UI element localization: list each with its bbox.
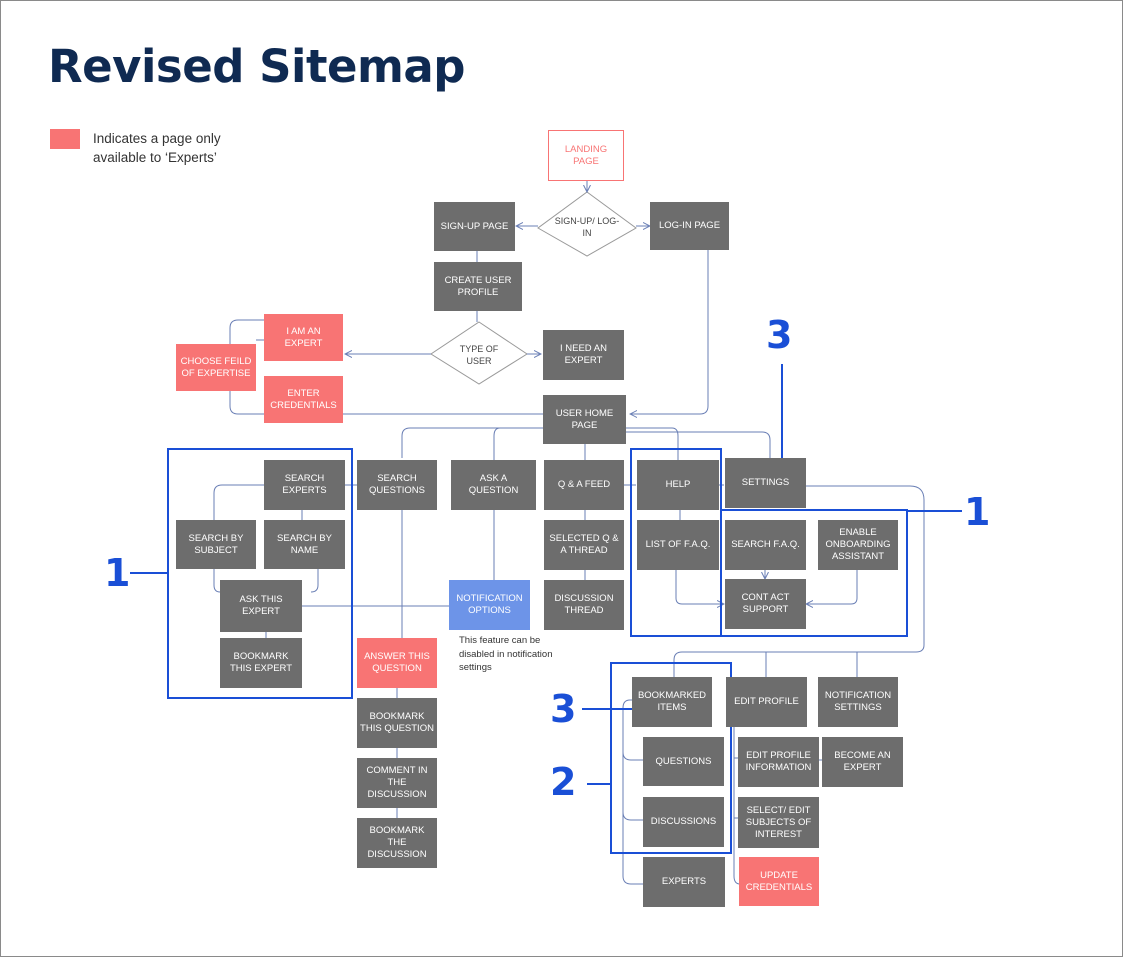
node-questions: QUESTIONS bbox=[643, 737, 724, 786]
node-help: HELP bbox=[637, 460, 719, 510]
note-notification-disable: This feature can be disabled in notifica… bbox=[459, 635, 553, 673]
node-signup-page: SIGN-UP PAGE bbox=[434, 202, 515, 251]
node-edit-profile: EDIT PROFILE bbox=[726, 677, 807, 727]
node-become-an-expert: BECOME AN EXPERT bbox=[822, 737, 903, 787]
node-choose-field-of-expertise: CHOOSE FEILD OF EXPERTISE bbox=[176, 344, 256, 391]
node-search-faq: SEARCH F.A.Q. bbox=[725, 520, 806, 570]
decision-signup-login: SIGN-UP/ LOG-IN bbox=[554, 216, 620, 238]
node-edit-profile-information: EDIT PROFILE INFORMATION bbox=[738, 737, 819, 787]
node-create-user-profile: CREATE USER PROFILE bbox=[434, 262, 522, 311]
legend-swatch bbox=[50, 129, 80, 149]
node-bookmark-this-question: BOOKMARK THIS QUESTION bbox=[357, 698, 437, 748]
node-experts: EXPERTS bbox=[643, 857, 725, 907]
node-answer-this-question: ANSWER THIS QUESTION bbox=[357, 638, 437, 688]
node-list-of-faq: LIST OF F.A.Q. bbox=[637, 520, 719, 570]
marker-3-top: 3 bbox=[766, 313, 793, 357]
node-comment-in-discussion: COMMENT IN THE DISCUSSION bbox=[357, 758, 437, 808]
node-update-credentials: UPDATE CREDENTIALS bbox=[739, 857, 819, 906]
legend-text: Indicates a page only available to ‘Expe… bbox=[93, 131, 221, 165]
node-qa-feed: Q & A FEED bbox=[544, 460, 624, 510]
diamond-type-of-user bbox=[430, 321, 528, 385]
node-discussions: DISCUSSIONS bbox=[643, 797, 724, 847]
marker-3-bottom: 3 bbox=[550, 687, 577, 731]
marker-2: 2 bbox=[550, 760, 577, 804]
node-notification-settings: NOTIFICATION SETTINGS bbox=[818, 677, 898, 727]
node-i-need-an-expert: I NEED AN EXPERT bbox=[543, 330, 624, 380]
node-enable-onboarding-assistant: ENABLE ONBOARDING ASSISTANT bbox=[818, 520, 898, 570]
node-search-by-name: SEARCH BY NAME bbox=[264, 520, 345, 569]
node-bookmark-the-discussion: BOOKMARK THE DISCUSSION bbox=[357, 818, 437, 868]
node-ask-this-expert: ASK THIS EXPERT bbox=[220, 580, 302, 632]
node-user-home-page: USER HOME PAGE bbox=[543, 395, 626, 444]
node-bookmarked-items: BOOKMARKED ITEMS bbox=[632, 677, 712, 727]
node-search-experts: SEARCH EXPERTS bbox=[264, 460, 345, 510]
node-settings: SETTINGS bbox=[725, 458, 806, 508]
page-title: Revised Sitemap bbox=[48, 40, 465, 93]
decision-type-of-user: TYPE OF USER bbox=[459, 344, 499, 366]
node-contact-support: CONT ACT SUPPORT bbox=[725, 579, 806, 629]
node-ask-a-question: ASK A QUESTION bbox=[451, 460, 536, 510]
node-i-am-an-expert: I AM AN EXPERT bbox=[264, 314, 343, 361]
node-selected-qa-thread: SELECTED Q & A THREAD bbox=[544, 520, 624, 570]
diamond-signup-login bbox=[537, 191, 637, 257]
node-search-questions: SEARCH QUESTIONS bbox=[357, 460, 437, 510]
marker-1-right: 1 bbox=[964, 490, 991, 534]
node-select-edit-subjects: SELECT/ EDIT SUBJECTS OF INTEREST bbox=[738, 797, 819, 848]
annotation-box-1-right bbox=[630, 448, 722, 637]
annotation-box-2 bbox=[610, 662, 732, 854]
node-search-by-subject: SEARCH BY SUBJECT bbox=[176, 520, 256, 569]
node-login-page: LOG-IN PAGE bbox=[650, 202, 729, 250]
node-discussion-thread: DISCUSSION THREAD bbox=[544, 580, 624, 630]
node-landing-page: LANDING PAGE bbox=[548, 130, 624, 181]
node-notification-options: NOTIFICATION OPTIONS bbox=[449, 580, 530, 630]
node-enter-credentials: ENTER CREDENTIALS bbox=[264, 376, 343, 423]
marker-1-left: 1 bbox=[104, 551, 131, 595]
node-bookmark-this-expert: BOOKMARK THIS EXPERT bbox=[220, 638, 302, 688]
